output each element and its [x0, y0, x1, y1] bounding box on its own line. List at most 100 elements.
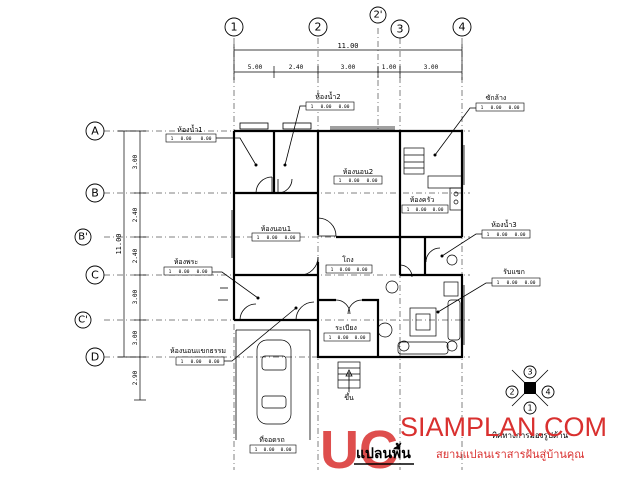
room-label: ห้องนอน1	[261, 225, 291, 233]
compass-number: 1	[527, 404, 532, 413]
grid-bubble-row	[74, 311, 92, 329]
room-tag-laundry: ซักล้าง 1 0.00 0.00	[433, 94, 525, 157]
compass-number: 3	[527, 368, 532, 377]
tag-cell: 0.00	[197, 269, 208, 275]
dimension-segment: 2.40	[132, 207, 139, 222]
tag-cell: 1	[331, 267, 334, 273]
dimension-segment: 3.00	[341, 64, 356, 71]
room-tag-master: ห้องนอนแขกธรรม 1 0.00 0.00	[170, 306, 298, 366]
room-label: ที่จอดรถ	[259, 435, 284, 444]
siamplan-watermark: UC SIAMPLAN.COM สยามแปลนเราสารฝันสู่บ้าน…	[320, 412, 607, 480]
room-label: ห้องพระ	[174, 258, 199, 266]
entrance-arrow-note: ขึ้น	[344, 391, 354, 402]
tag-cell: 0.00	[367, 178, 378, 184]
dimension-segment: 3.00	[132, 154, 139, 169]
grid-bubble-row	[85, 121, 105, 141]
grid-col-label: 2'	[373, 10, 382, 21]
grid-col-label: 2	[315, 21, 322, 34]
room-tag-kitchen: ห้องครัว 1 0.00 0.00	[401, 196, 449, 214]
tag-cell: 0.00	[267, 235, 278, 241]
grid-row-label: B'	[78, 232, 88, 243]
grid-row-label: D	[91, 351, 99, 364]
tag-cell: 1	[481, 105, 484, 111]
tag-cell: 0.00	[340, 267, 351, 273]
room-tag-bath1: ห้องน้ำ1 1 0.00 0.00	[165, 123, 258, 167]
tag-cell: 0.00	[525, 280, 536, 286]
grid-row-label: B	[91, 187, 99, 200]
tag-cell: 0.00	[357, 267, 368, 273]
room-tag-bed1: ห้องนอน1 1 0.00 0.00	[251, 225, 301, 242]
dimension-total-top: 11.00	[337, 42, 358, 50]
dimension-segment: 3.00	[132, 330, 139, 345]
dimension-segment: 5.00	[248, 64, 263, 71]
tag-cell: 0.00	[191, 359, 202, 365]
tag-cell: 0.00	[433, 207, 444, 213]
room-label: ห้องนอน2	[343, 168, 373, 176]
plan-title: แปลนพื้น	[356, 442, 411, 462]
tag-cell: 0.00	[281, 447, 292, 453]
tag-cell: 0.00	[515, 232, 526, 238]
room-label: ระเบียง	[335, 324, 357, 332]
tag-cell: 0.00	[209, 359, 220, 365]
compass-marker	[541, 385, 555, 399]
tag-cell: 1	[339, 178, 342, 184]
grid-row-label: C'	[78, 315, 88, 326]
grid-bubble-row	[85, 265, 105, 285]
compass-marker	[523, 365, 537, 379]
room-label: ห้องน้ำ1	[177, 123, 202, 134]
dimension-segment: 3.00	[132, 289, 139, 304]
compass-number: 2	[509, 388, 514, 397]
dimension-segment: 2.40	[132, 248, 139, 263]
grid-bubble-row	[74, 228, 92, 246]
room-label: ห้องน้ำ3	[491, 218, 516, 229]
tag-cell: 0.00	[181, 136, 192, 142]
watermark-brand: SIAMPLAN.COM	[400, 412, 607, 442]
grid-bubble-row	[85, 347, 105, 367]
tag-cell: 0.00	[507, 280, 518, 286]
dimension-total-left: 11.00	[115, 233, 123, 254]
tag-cell: 0.00	[497, 232, 508, 238]
grid-bubble-col	[452, 17, 472, 37]
tag-cell: 0.00	[491, 105, 502, 111]
room-tag-bath2: ห้องน้ำ2 1 0.00 0.00	[283, 90, 355, 167]
room-label: ซักล้าง	[486, 94, 507, 102]
grid-bubble-col	[224, 17, 244, 37]
room-tag-bath3: ห้องน้ำ3 1 0.00 0.00	[440, 218, 531, 258]
grid-col-label: 1	[231, 21, 238, 34]
plan-title-block: แปลนพื้น	[354, 442, 414, 465]
room-tag-living: รับแขก 1 0.00 0.00	[436, 268, 541, 314]
room-label: ห้องน้ำ2	[315, 90, 340, 101]
tag-cell: 0.00	[355, 335, 366, 341]
tag-cell: 1	[257, 235, 260, 241]
tag-cell: 1	[407, 207, 410, 213]
room-labels: ห้องน้ำ1 1 0.00 0.00 ห้องน้ำ2 1 0.00 0.0…	[163, 90, 541, 454]
room-label: ห้องนอนแขกธรรม	[170, 347, 226, 355]
grid-col-label: 4	[459, 21, 466, 34]
tag-cell: 1	[171, 136, 174, 142]
room-label: รับแขก	[503, 268, 525, 276]
tag-cell: 1	[181, 359, 184, 365]
grid-bubble-col	[308, 17, 328, 37]
grid-bubble-row	[85, 183, 105, 203]
dimension-segment: 3.00	[424, 64, 439, 71]
tag-cell: 0.00	[338, 335, 349, 341]
tag-cell: 0.00	[264, 447, 275, 453]
dimension-segment: 1.00	[382, 64, 397, 71]
room-label: โถง	[342, 255, 353, 264]
room-tag-terrace: ระเบียง 1 0.00 0.00	[323, 324, 371, 342]
furniture: ขึ้น	[218, 147, 463, 440]
grid-row-label: A	[91, 125, 99, 138]
room-tag-worship: ห้องพระ 1 0.00 0.00	[163, 258, 260, 300]
tag-cell: 0.00	[285, 235, 296, 241]
tag-cell: 1	[169, 269, 172, 275]
room-tag-bed2: ห้องนอน2 1 0.00 0.00	[333, 168, 383, 185]
tag-cell: 0.00	[349, 178, 360, 184]
tag-cell: 1	[497, 280, 500, 286]
compass-caption: ทิศทางการมองรูปด้าน	[492, 431, 569, 441]
room-label: ห้องครัว	[410, 196, 435, 204]
tag-cell: 0.00	[339, 104, 350, 110]
tag-cell: 0.00	[321, 104, 332, 110]
compass-marker	[523, 401, 537, 415]
room-tag-carport: ที่จอดรถ 1 0.00 0.00	[249, 435, 297, 454]
